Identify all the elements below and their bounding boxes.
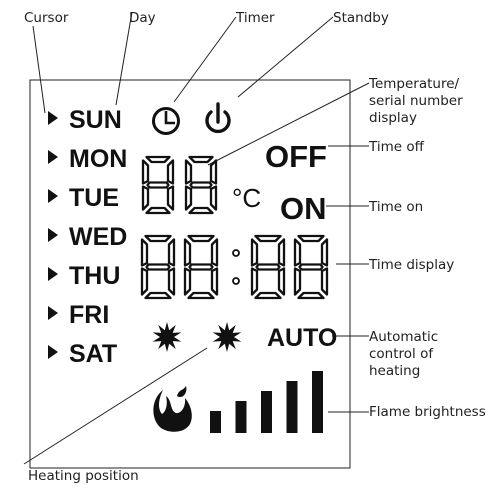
cursor-arrow-icon bbox=[48, 306, 58, 320]
label-time-display: Time display bbox=[368, 257, 454, 273]
leader-standby bbox=[237, 16, 334, 98]
label-temperature: Temperature/ serial number display bbox=[368, 76, 467, 126]
label-auto-line-2: control of bbox=[369, 346, 434, 362]
flame-level-bar bbox=[210, 411, 221, 433]
day-thu: THU bbox=[69, 262, 120, 290]
label-temperature-line-3: display bbox=[369, 110, 417, 126]
seven-segment-digits bbox=[140, 155, 329, 300]
day-fri: FRI bbox=[69, 301, 109, 329]
flame-level-bar bbox=[286, 381, 298, 433]
flame-level-bar bbox=[261, 391, 272, 433]
seven-segment-digit bbox=[250, 234, 286, 300]
off-indicator: OFF bbox=[265, 139, 327, 174]
cursor-arrow-icon bbox=[48, 189, 58, 203]
label-time-off: Time off bbox=[368, 139, 425, 155]
label-temperature-line-2: serial number bbox=[369, 93, 463, 109]
label-day: Day bbox=[129, 10, 156, 26]
label-time-on: Time on bbox=[368, 199, 423, 215]
seven-segment-digit bbox=[293, 234, 329, 300]
cursor-arrow-icon bbox=[48, 111, 58, 125]
on-indicator: ON bbox=[280, 191, 327, 226]
cursor-arrow-icon bbox=[48, 228, 58, 242]
seven-segment-digit bbox=[141, 155, 175, 215]
flame-level-bar bbox=[235, 401, 247, 433]
cursor-arrow-icon bbox=[48, 267, 58, 281]
sun-heat-icon bbox=[152, 322, 182, 352]
label-cursor: Cursor bbox=[24, 10, 69, 26]
day-list: SUN MON TUE WED THU FRI SAT bbox=[48, 106, 127, 368]
label-timer: Timer bbox=[235, 10, 275, 26]
seven-segment-digit bbox=[184, 155, 218, 215]
label-standby: Standby bbox=[333, 10, 389, 26]
day-sat: SAT bbox=[69, 340, 117, 368]
temp-unit: °C bbox=[232, 183, 261, 213]
label-temperature-line-1: Temperature/ bbox=[368, 76, 460, 92]
day-sun: SUN bbox=[69, 106, 122, 134]
cursor-arrow-icon bbox=[48, 150, 58, 164]
label-flame-brightness: Flame brightness bbox=[369, 404, 486, 420]
leader-cursor bbox=[32, 25, 46, 114]
day-tue: TUE bbox=[69, 184, 119, 212]
flame-icon bbox=[153, 386, 192, 432]
leader-heating-position bbox=[23, 347, 208, 465]
standby-icon bbox=[205, 102, 231, 134]
label-auto-line-1: Automatic bbox=[369, 329, 438, 345]
day-mon: MON bbox=[69, 145, 127, 173]
leader-day bbox=[115, 11, 133, 106]
seven-segment-digit bbox=[183, 234, 219, 300]
flame-level-bar bbox=[312, 371, 323, 433]
label-heating-position: Heating position bbox=[28, 468, 139, 484]
label-auto-control: Automatic control of heating bbox=[369, 329, 443, 379]
sun-heat-icon bbox=[212, 322, 242, 352]
cursor-arrow-icon bbox=[48, 345, 58, 359]
leader-timer bbox=[173, 16, 237, 103]
timer-icon bbox=[152, 107, 180, 135]
label-auto-line-3: heating bbox=[369, 363, 420, 379]
time-colon bbox=[232, 249, 240, 285]
leader-temperature bbox=[207, 82, 370, 166]
heating-stars bbox=[152, 322, 242, 352]
seven-segment-digit bbox=[140, 234, 176, 300]
auto-indicator: AUTO bbox=[267, 324, 337, 352]
day-wed: WED bbox=[69, 223, 127, 251]
flame-brightness-bars bbox=[210, 371, 323, 433]
